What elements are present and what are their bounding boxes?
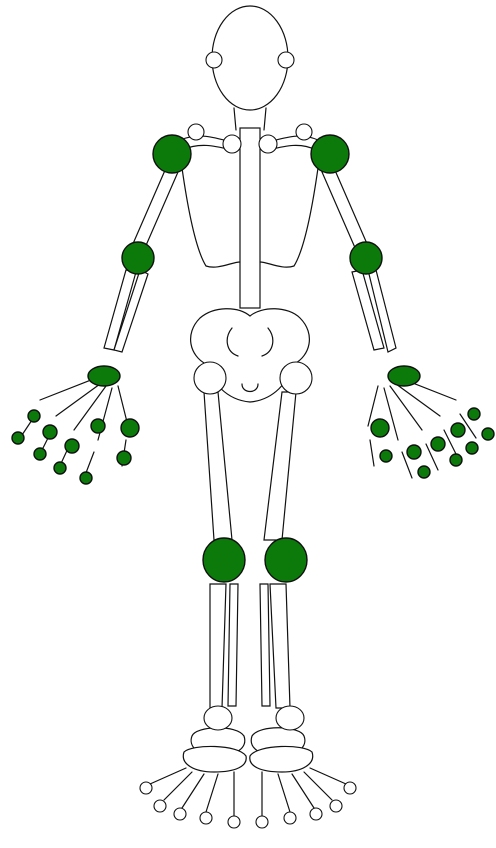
ankle-left-joint xyxy=(204,706,232,730)
wrist-left-joint xyxy=(88,366,120,386)
toes-left-joint-5 xyxy=(228,816,240,828)
left-hand-fingers-joint-6 xyxy=(12,432,24,444)
wrist-right-joint xyxy=(388,366,420,386)
elbow-left-joint xyxy=(122,242,154,274)
right-hand-fingers-joint-10 xyxy=(450,454,462,466)
spine xyxy=(240,128,260,308)
right-hand-fingers-joint-7 xyxy=(466,442,478,454)
skull xyxy=(212,6,288,130)
ankle-right-joint xyxy=(276,706,304,730)
toes-left-joint-3 xyxy=(174,808,186,820)
acromioclavicular-right-joint xyxy=(296,124,312,140)
left-hand-fingers-joint-8 xyxy=(54,462,66,474)
left-hand-fingers-joint-4 xyxy=(91,419,105,433)
right-hand-fingers-joint-5 xyxy=(371,419,389,437)
toes-right-joint-1 xyxy=(344,782,356,794)
toes-right-joint-3 xyxy=(310,808,322,820)
right-hand-fingers-joint-8 xyxy=(418,466,430,478)
right-hand-fingers-joint-9 xyxy=(380,450,392,462)
toes-left-joint-4 xyxy=(200,812,212,824)
feet xyxy=(150,728,346,816)
head-left-ear-joint xyxy=(206,52,222,68)
toes-right-joint-4 xyxy=(284,812,296,824)
left-hand-fingers-joint-10 xyxy=(117,451,131,465)
left-hand-fingers-joint-9 xyxy=(80,472,92,484)
left-hand-fingers-joint-1 xyxy=(28,410,40,422)
toes-left-joint-1 xyxy=(140,782,152,794)
head-right-ear-joint xyxy=(278,52,294,68)
shoulder-right-joint xyxy=(311,135,349,173)
toes-right-joint-5 xyxy=(256,816,268,828)
acromioclavicular-left-joint xyxy=(188,124,204,140)
right-hand-fingers-joint-6 xyxy=(482,428,494,440)
right-hand-fingers-joint-4 xyxy=(407,445,421,459)
hip-right-joint xyxy=(280,362,312,394)
right-hand-fingers-joint-2 xyxy=(451,423,465,437)
knee-right-joint xyxy=(265,538,307,582)
left-hand-fingers-joint-3 xyxy=(65,439,79,453)
left-hand-fingers-joint-2 xyxy=(43,425,57,439)
sternoclavicular-right-joint xyxy=(259,135,277,153)
sternoclavicular-left-joint xyxy=(223,135,241,153)
right-hand-fingers-joint-3 xyxy=(431,437,445,451)
toes-right-joint-2 xyxy=(330,800,342,812)
left-hand-bones xyxy=(20,378,128,478)
right-hand-fingers-joint-1 xyxy=(468,408,480,420)
left-hand-fingers-joint-7 xyxy=(34,448,46,460)
hip-left-joint xyxy=(194,362,226,394)
shoulder-left-joint xyxy=(153,135,191,173)
knee-left-joint xyxy=(203,538,245,582)
toes-left-joint-2 xyxy=(154,800,166,812)
elbow-right-joint xyxy=(350,242,382,274)
left-hand-fingers-joint-5 xyxy=(121,419,139,437)
